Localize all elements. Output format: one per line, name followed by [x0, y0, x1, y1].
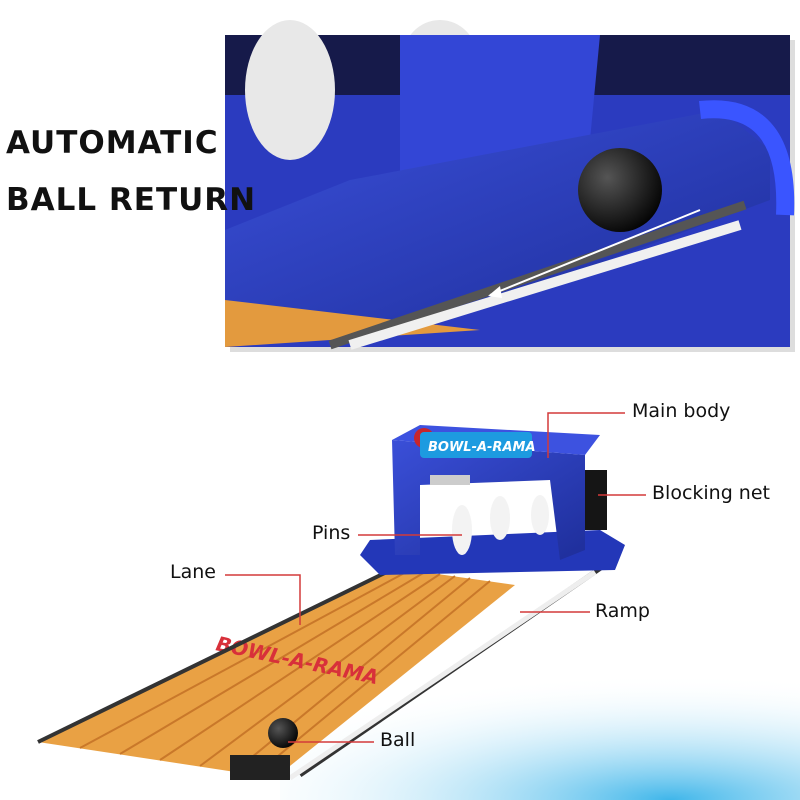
ball-return-closeup [225, 20, 795, 352]
label-lane: Lane [170, 561, 216, 583]
pin-top [245, 20, 335, 160]
pin [452, 505, 472, 555]
main-body: BOWL-A-RAMA [360, 425, 625, 575]
label-main-body: Main body [632, 400, 731, 422]
label-blocking-net: Blocking net [652, 482, 770, 504]
bowling-lane: BOWL-A-RAMA [37, 562, 607, 781]
pin [490, 496, 510, 540]
leader-lines [225, 412, 646, 743]
brand-logo-text: BOWL-A-RAMA [428, 440, 536, 455]
blocking-net [585, 470, 607, 530]
label-pins: Pins [312, 522, 351, 544]
pin [531, 495, 549, 535]
brand-logo [420, 432, 532, 458]
returning-ball [578, 148, 662, 232]
headline-line-2: BALL RETURN [6, 182, 257, 218]
bowling-ball [268, 718, 298, 748]
label-ramp: Ramp [595, 600, 650, 622]
headline-line-1: AUTOMATIC [6, 125, 219, 161]
label-ball: Ball [380, 729, 416, 751]
